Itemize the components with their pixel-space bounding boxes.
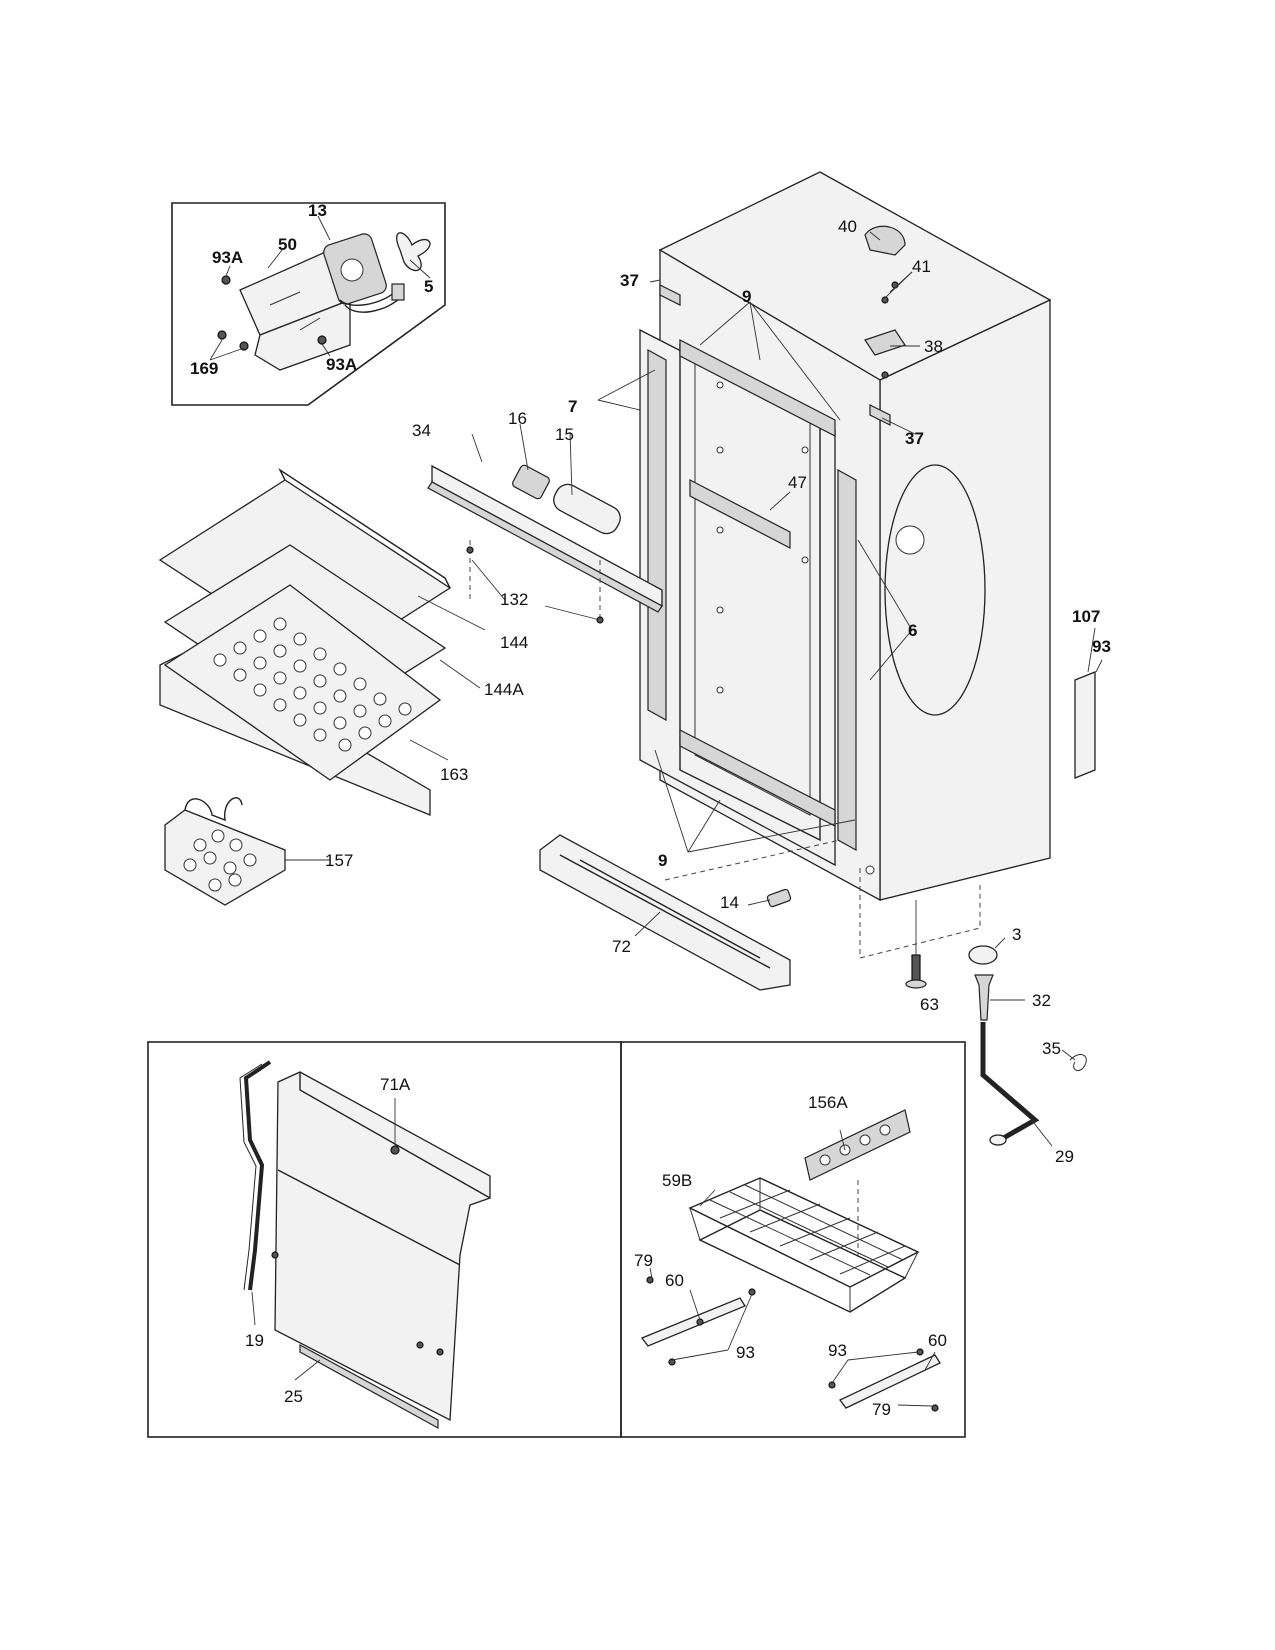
label-156a: 156A bbox=[808, 1093, 848, 1112]
label-15: 15 bbox=[555, 425, 574, 444]
switch-14 bbox=[747, 888, 792, 908]
label-14: 14 bbox=[720, 893, 739, 912]
evaporator-cover-parts bbox=[427, 423, 663, 624]
cabinet bbox=[597, 171, 1103, 959]
label-163: 163 bbox=[440, 765, 468, 784]
label-40: 40 bbox=[838, 217, 857, 236]
label-47: 47 bbox=[788, 473, 807, 492]
label-29: 29 bbox=[1055, 1147, 1074, 1166]
label-41: 41 bbox=[912, 257, 931, 276]
label-35: 35 bbox=[1042, 1039, 1061, 1058]
drain-parts bbox=[968, 937, 1087, 1147]
basket-inset bbox=[620, 1041, 966, 1438]
label-25: 25 bbox=[284, 1387, 303, 1406]
label-6: 6 bbox=[908, 621, 917, 640]
fan-motor-inset bbox=[171, 202, 446, 406]
label-63: 63 bbox=[920, 995, 939, 1014]
label-107: 107 bbox=[1072, 607, 1100, 626]
part-labels: 13 93A 50 5 169 93A 40 41 37 9 38 7 37 3… bbox=[190, 201, 1111, 1419]
toe-grille-inset bbox=[147, 1041, 622, 1438]
label-93-basket-right: 93 bbox=[828, 1341, 847, 1360]
label-144a: 144A bbox=[484, 680, 524, 699]
shelf-parts bbox=[158, 467, 486, 816]
label-7: 7 bbox=[568, 397, 577, 416]
label-59b: 59B bbox=[662, 1171, 692, 1190]
label-37-top: 37 bbox=[620, 271, 639, 290]
label-169: 169 bbox=[190, 359, 218, 378]
label-16: 16 bbox=[508, 409, 527, 428]
label-157: 157 bbox=[325, 851, 353, 870]
label-32: 32 bbox=[1032, 991, 1051, 1010]
label-13: 13 bbox=[308, 201, 327, 220]
label-50: 50 bbox=[278, 235, 297, 254]
label-37-right: 37 bbox=[905, 429, 924, 448]
label-19: 19 bbox=[245, 1331, 264, 1350]
label-60-left: 60 bbox=[665, 1271, 684, 1290]
label-5: 5 bbox=[424, 277, 433, 296]
label-79-left: 79 bbox=[634, 1251, 653, 1270]
drain-tray-holes bbox=[213, 617, 412, 752]
label-71a: 71A bbox=[380, 1075, 411, 1094]
label-3: 3 bbox=[1012, 925, 1021, 944]
label-72: 72 bbox=[612, 937, 631, 956]
label-79-right: 79 bbox=[872, 1400, 891, 1419]
label-132: 132 bbox=[500, 590, 528, 609]
label-93-basket-left: 93 bbox=[736, 1343, 755, 1362]
label-34: 34 bbox=[412, 421, 431, 440]
basket-wires bbox=[709, 1184, 906, 1276]
label-144: 144 bbox=[500, 633, 528, 652]
label-93a-bottom: 93A bbox=[326, 355, 357, 374]
label-9-bottom: 9 bbox=[658, 851, 667, 870]
label-93-right: 93 bbox=[1092, 637, 1111, 656]
label-60-right: 60 bbox=[928, 1331, 947, 1350]
label-9-top: 9 bbox=[742, 287, 751, 306]
kickplate-72 bbox=[539, 834, 841, 991]
label-38: 38 bbox=[924, 337, 943, 356]
bracket-157 bbox=[164, 797, 330, 906]
leveling-leg-63 bbox=[905, 900, 927, 989]
label-93a-top: 93A bbox=[212, 248, 243, 267]
